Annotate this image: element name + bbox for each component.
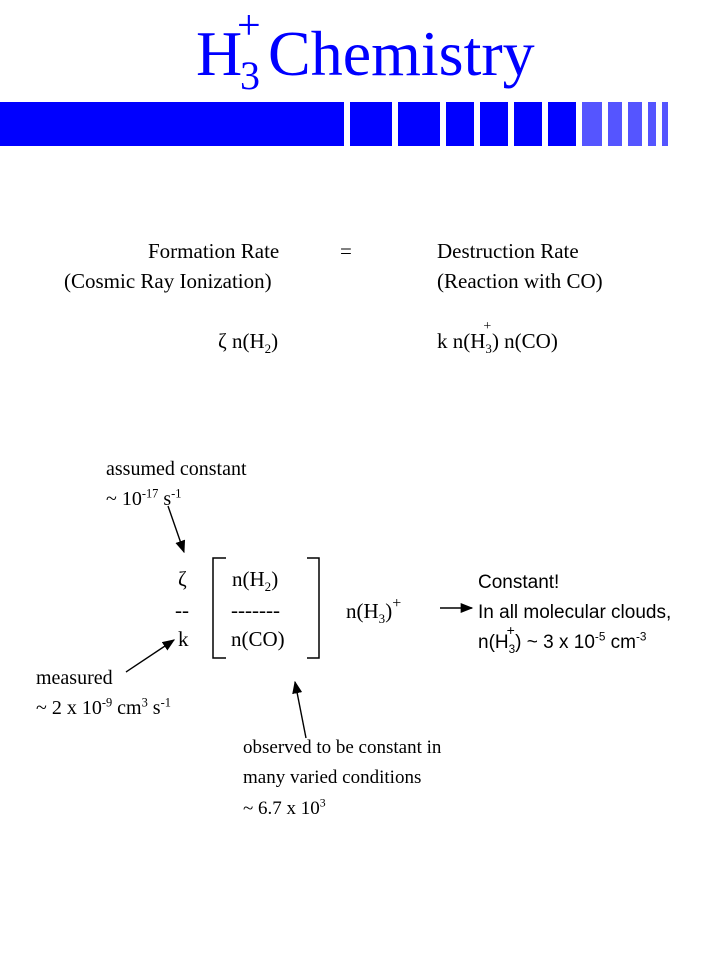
constant-note-line3: n(H+3) ~ 3 x 10-5 cm-3 — [478, 623, 647, 656]
bar-block — [548, 102, 576, 146]
constant-prefix: n(H — [478, 632, 509, 653]
ratio-result-sub: 3 — [378, 611, 386, 627]
ratio-denominator: n(CO) — [231, 627, 285, 651]
ratio-dash-long: ------- — [231, 598, 280, 622]
arrow-observed — [292, 680, 307, 739]
formation-expr-close: ) — [271, 329, 279, 353]
observed-note-line2: many varied conditions — [243, 767, 422, 788]
destruction-rate-label: Destruction Rate — [437, 239, 579, 263]
assumed-exponent: -17 — [141, 486, 159, 501]
formation-expr-prefix: n(H — [231, 329, 265, 353]
measured-unit-exponent: 3 — [141, 695, 148, 710]
measured-unit: cm — [112, 697, 142, 719]
measured-note-line1: measured — [36, 667, 113, 689]
assumed-value: ~ 10 — [106, 488, 142, 510]
ratio-result: n(H3)+ — [346, 595, 402, 627]
assumed-note-line2: ~ 10-17 s-1 — [106, 487, 181, 511]
constant-unit: cm — [605, 632, 636, 653]
observed-value: ~ 6.7 x 10 — [243, 798, 320, 819]
observed-exponent: 3 — [319, 796, 326, 810]
ratio-result-prefix: n(H — [346, 599, 379, 623]
constant-sub: 3 — [508, 642, 516, 656]
assumed-unit: s — [158, 488, 172, 510]
constant-unit-exponent: -3 — [636, 630, 647, 644]
measured-note-line2: ~ 2 x 10-9 cm3 s-1 — [36, 696, 171, 720]
ratio-k: k — [178, 627, 189, 651]
destruction-expr-suffix: ) n(CO) — [491, 329, 558, 353]
bar-block — [628, 102, 642, 146]
ratio-dash-short: -- — [175, 598, 189, 622]
h3-plus: + — [483, 319, 492, 334]
measured-s: s — [147, 697, 161, 719]
bar-block — [0, 102, 344, 146]
ratio-zeta: ζ — [178, 567, 187, 591]
bar-block — [582, 102, 602, 146]
observed-note-line3: ~ 6.7 x 103 — [243, 797, 326, 820]
assumed-note-line1: assumed constant — [106, 458, 247, 480]
title-word: Chemistry — [268, 18, 535, 89]
observed-note-line1: observed to be constant in — [243, 737, 442, 758]
bar-block — [608, 102, 622, 146]
title-subscript: 3 — [240, 53, 260, 98]
destruction-expr-k: k n(H — [437, 329, 486, 353]
h3-subscript: 3 — [485, 341, 492, 357]
ratio-num-close: ) — [271, 567, 279, 591]
constant-note-line1: Constant! — [478, 572, 560, 593]
bar-block — [480, 102, 508, 146]
title-superscript: + — [237, 3, 261, 49]
destruction-expression: k n(H+3) n(CO) — [437, 320, 558, 357]
arrow-measured — [125, 639, 176, 673]
formation-rate-label: Formation Rate — [148, 239, 280, 263]
bar-block — [514, 102, 542, 146]
decorative-block-bar — [0, 102, 720, 146]
constant-exponent: -5 — [594, 630, 606, 644]
bar-block — [648, 102, 656, 146]
ratio-numerator: n(H2) — [232, 566, 279, 595]
bar-block — [446, 102, 474, 146]
measured-s-exponent: -1 — [160, 695, 171, 710]
title-h: H — [196, 18, 243, 89]
constant-plus: + — [506, 622, 515, 638]
constant-note-line2: In all molecular clouds, — [478, 602, 672, 623]
formation-expression: ζ n(H2) — [218, 328, 279, 357]
ratio-result-close: ) — [385, 599, 393, 623]
measured-value: ~ 2 x 10 — [36, 697, 102, 719]
ratio-num-sub: 2 — [264, 579, 272, 595]
left-bracket — [212, 557, 226, 659]
bar-block — [398, 102, 440, 146]
h3-ion: +3 — [483, 320, 492, 357]
constant-mid: ) ~ 3 x 10 — [515, 632, 595, 653]
measured-exponent: -9 — [101, 695, 113, 710]
bar-block — [350, 102, 392, 146]
arrow-assumed — [167, 505, 186, 554]
constant-h3-ion: +3 — [507, 623, 516, 656]
destruction-rate-sub: (Reaction with CO) — [437, 269, 603, 293]
bar-block — [662, 102, 668, 146]
assumed-unit-exponent: -1 — [171, 486, 182, 501]
h2-subscript: 2 — [264, 341, 272, 357]
right-bracket — [307, 557, 320, 659]
page-title: H + 3 Chemistry — [196, 4, 556, 98]
zeta-symbol: ζ — [218, 329, 227, 353]
formation-rate-sub: (Cosmic Ray Ionization) — [64, 269, 272, 293]
ratio-num-prefix: n(H — [232, 567, 265, 591]
ratio-result-plus: + — [392, 595, 402, 612]
equals-sign: = — [340, 239, 352, 263]
